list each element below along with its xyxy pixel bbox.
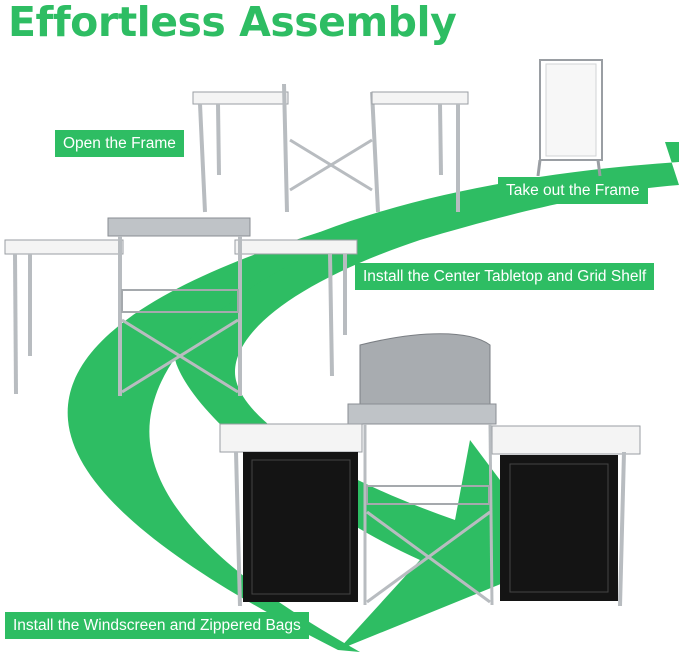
step1-open-frame-illustration bbox=[192, 83, 469, 213]
page-title: Effortless Assembly bbox=[8, 0, 457, 46]
step-label-center-tabletop: Install the Center Tabletop and Grid She… bbox=[355, 263, 655, 290]
green-arrow-band bbox=[174, 142, 679, 650]
step-label-windscreen-bags: Install the Windscreen and Zippered Bags bbox=[5, 612, 309, 639]
step2-center-tabletop-illustration bbox=[4, 217, 358, 396]
step3-windscreen-bags-illustration bbox=[219, 333, 641, 607]
step-label-take-out-frame: Take out the Frame bbox=[498, 177, 648, 204]
green-arrow-lower bbox=[67, 232, 360, 652]
folded-frame-illustration bbox=[536, 59, 603, 177]
step-label-open-frame: Open the Frame bbox=[55, 130, 184, 157]
